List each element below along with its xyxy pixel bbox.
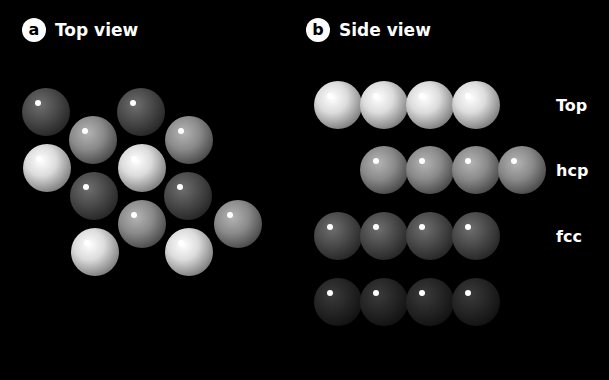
highlight xyxy=(84,240,90,246)
highlight xyxy=(130,100,136,106)
hcp-atom xyxy=(165,116,213,164)
fcc-atom xyxy=(70,172,118,220)
hcp-atom xyxy=(69,116,117,164)
panel-heading: b Side view xyxy=(306,18,431,42)
bottom-atom xyxy=(452,278,500,326)
highlight xyxy=(178,128,184,134)
highlight xyxy=(465,158,471,164)
layer-label: fcc xyxy=(556,227,582,246)
highlight xyxy=(327,93,333,99)
highlight xyxy=(511,158,517,164)
highlight xyxy=(373,224,379,230)
fcc-atom xyxy=(406,212,454,260)
hcp-atom xyxy=(214,200,262,248)
highlight xyxy=(465,290,471,296)
top-atom xyxy=(71,228,119,276)
highlight xyxy=(419,158,425,164)
highlight xyxy=(83,184,89,190)
highlight xyxy=(465,93,471,99)
bottom-atom xyxy=(406,278,454,326)
layer-label: hcp xyxy=(556,161,588,180)
highlight xyxy=(465,224,471,230)
panel-title: Side view xyxy=(339,20,431,40)
highlight xyxy=(131,212,137,218)
fcc-atom xyxy=(314,212,362,260)
top-atom xyxy=(118,144,166,192)
highlight xyxy=(131,156,137,162)
hcp-atom xyxy=(452,146,500,194)
fcc-atom xyxy=(360,212,408,260)
highlight xyxy=(327,224,333,230)
highlight xyxy=(419,93,425,99)
highlight xyxy=(227,212,233,218)
bottom-atom xyxy=(314,278,362,326)
top-atom xyxy=(314,81,362,129)
panel-heading: a Top view xyxy=(22,18,138,42)
top-atom xyxy=(452,81,500,129)
fcc-atom xyxy=(452,212,500,260)
highlight xyxy=(82,128,88,134)
highlight xyxy=(177,184,183,190)
bottom-atom xyxy=(360,278,408,326)
highlight xyxy=(36,156,42,162)
hcp-atom xyxy=(406,146,454,194)
highlight xyxy=(419,224,425,230)
top-atom xyxy=(360,81,408,129)
hcp-atom xyxy=(360,146,408,194)
fcc-atom xyxy=(22,88,70,136)
panel-letter: a xyxy=(22,18,46,42)
highlight xyxy=(373,290,379,296)
hcp-atom xyxy=(118,200,166,248)
top-atom xyxy=(23,144,71,192)
layer-label: Top xyxy=(556,96,587,115)
highlight xyxy=(178,240,184,246)
panel-title: Top view xyxy=(55,20,138,40)
highlight xyxy=(373,158,379,164)
hcp-atom xyxy=(498,146,546,194)
highlight xyxy=(373,93,379,99)
highlight xyxy=(419,290,425,296)
fcc-atom xyxy=(117,88,165,136)
top-atom xyxy=(406,81,454,129)
highlight xyxy=(35,100,41,106)
highlight xyxy=(327,290,333,296)
top-atom xyxy=(165,228,213,276)
panel-letter: b xyxy=(306,18,330,42)
fcc-atom xyxy=(164,172,212,220)
